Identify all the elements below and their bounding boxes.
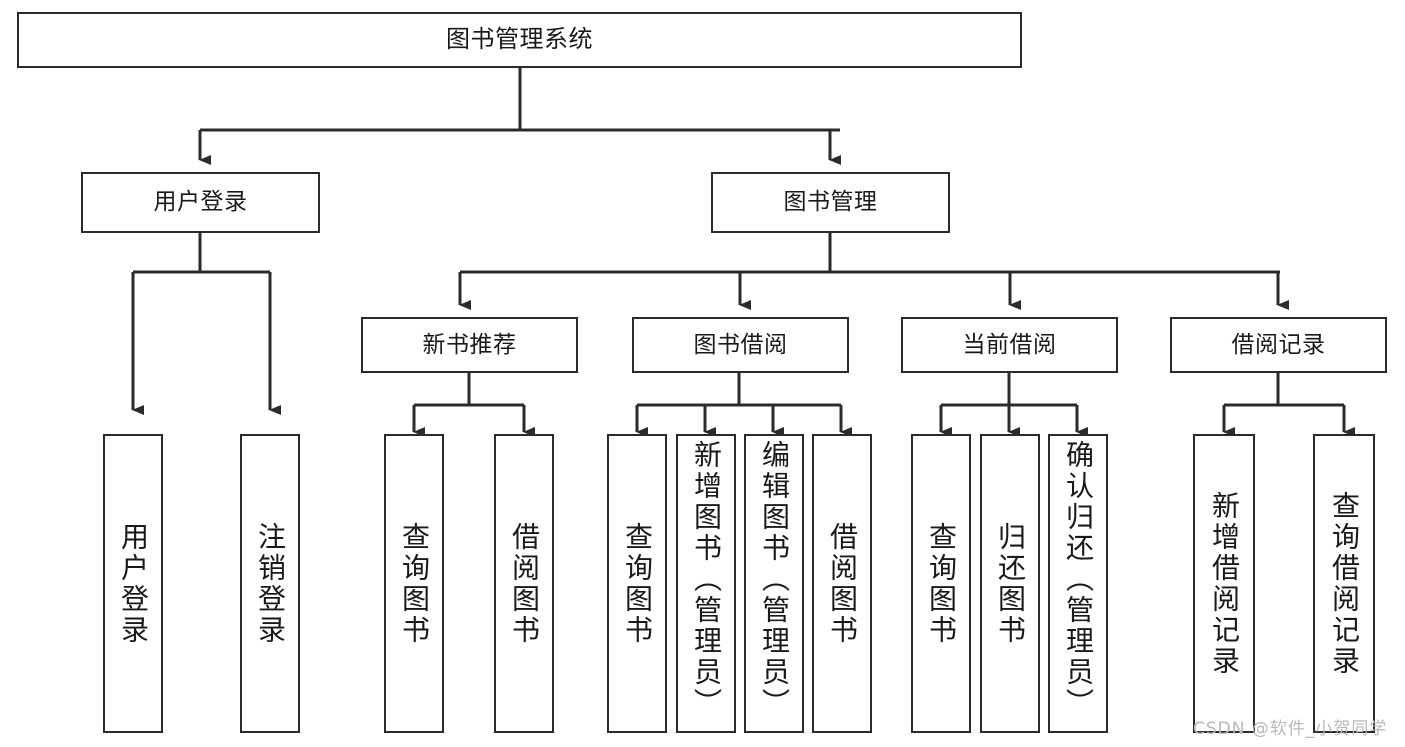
node-book-borrow-label: 图书借阅 [693,331,788,358]
leaf-edit-book-admin[interactable]: 编辑图书（管理员） [744,434,804,733]
node-current-borrow[interactable]: 当前借阅 [901,317,1118,373]
leaf-add-borrow-record-label: 新增借阅记录 [1208,490,1241,677]
node-book-management-label: 图书管理 [783,189,878,216]
leaf-borrow-book-2[interactable]: 借阅图书 [812,434,872,733]
node-current-borrow-label: 当前借阅 [962,331,1057,358]
leaf-add-book-admin[interactable]: 新增图书（管理员） [676,434,736,733]
leaf-add-book-admin-label: 新增图书（管理员） [690,440,723,719]
node-user-login-label: 用户登录 [153,189,248,216]
node-book-borrow[interactable]: 图书借阅 [632,317,849,373]
leaf-query-book-2-label: 查询图书 [621,521,654,646]
node-borrow-record[interactable]: 借阅记录 [1170,317,1387,373]
node-borrow-record-label: 借阅记录 [1231,331,1326,358]
leaf-query-book-3[interactable]: 查询图书 [911,434,971,733]
leaf-confirm-return-admin[interactable]: 确认归还（管理员） [1048,434,1108,733]
leaf-return-book[interactable]: 归还图书 [980,434,1040,733]
node-user-login[interactable]: 用户登录 [81,172,320,233]
leaf-add-borrow-record[interactable]: 新增借阅记录 [1193,434,1255,733]
node-root[interactable]: 图书管理系统 [17,12,1022,68]
leaf-confirm-return-admin-label: 确认归还（管理员） [1062,440,1095,719]
leaf-query-borrow-record-label: 查询借阅记录 [1328,490,1361,677]
leaf-query-book-3-label: 查询图书 [925,521,958,646]
leaf-query-book-1[interactable]: 查询图书 [384,434,444,733]
leaf-query-book-2[interactable]: 查询图书 [607,434,667,733]
leaf-user-login[interactable]: 用户登录 [103,434,163,733]
watermark: CSDN @软件_小贺同学 [1193,719,1388,739]
leaf-return-book-label: 归还图书 [994,521,1027,646]
node-book-management[interactable]: 图书管理 [711,172,950,233]
leaf-query-borrow-record[interactable]: 查询借阅记录 [1313,434,1375,733]
node-new-book-recommend-label: 新书推荐 [422,331,517,358]
leaf-logout-login[interactable]: 注销登录 [240,434,300,733]
leaf-edit-book-admin-label: 编辑图书（管理员） [758,440,791,719]
leaf-query-book-1-label: 查询图书 [398,521,431,646]
node-root-label: 图书管理系统 [446,25,593,54]
leaf-borrow-book-1[interactable]: 借阅图书 [494,434,554,733]
leaf-borrow-book-1-label: 借阅图书 [508,521,541,646]
leaf-borrow-book-2-label: 借阅图书 [826,521,859,646]
leaf-logout-login-label: 注销登录 [254,521,287,646]
node-new-book-recommend[interactable]: 新书推荐 [361,317,578,373]
leaf-user-login-label: 用户登录 [117,521,150,646]
